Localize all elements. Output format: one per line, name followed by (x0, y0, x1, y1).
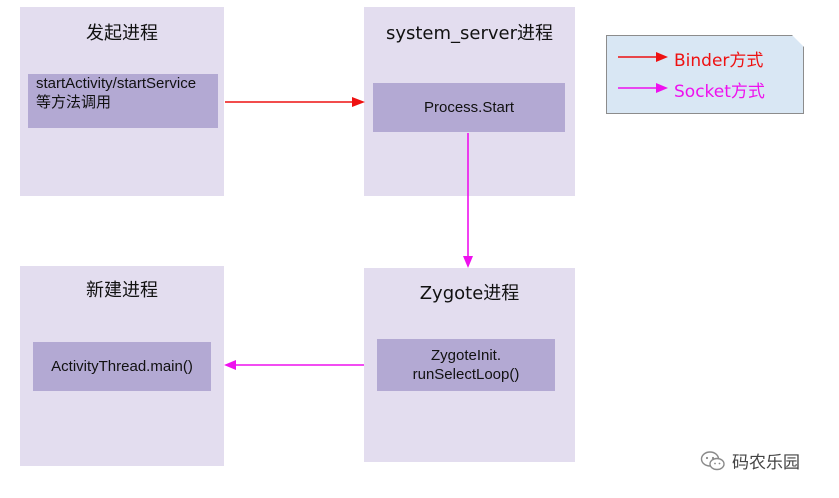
start-activity-line-1: startActivity/startService (36, 75, 197, 92)
zygote-init-line-2: runSelectLoop() (412, 366, 520, 383)
watermark-text: 码农乐园 (732, 453, 800, 473)
zygote-init-line-1: ZygoteInit. (430, 347, 502, 364)
initiator-process-title: 发起进程 (86, 23, 158, 44)
zygote-init-box: ZygoteInit. runSelectLoop() (377, 339, 555, 391)
start-activity-box: startActivity/startService 等方法调用 (28, 74, 218, 128)
binder-legend-arrow-icon (618, 52, 668, 62)
socket-legend-arrow-icon (618, 83, 668, 93)
socket-arrow-system-server-to-zygote (463, 133, 473, 268)
wechat-icon (700, 450, 725, 470)
binder-arrow-initiator-to-system-server (225, 97, 365, 107)
start-activity-line-2: 等方法调用 (36, 94, 112, 111)
new-process-title: 新建进程 (86, 280, 158, 301)
process-start-line: Process.Start (423, 99, 515, 116)
legend-folded-corner (792, 35, 804, 47)
socket-legend-label: Socket方式 (674, 82, 765, 102)
activity-thread-main-line: ActivityThread.main() (51, 358, 193, 375)
zygote-process-title: Zygote进程 (419, 283, 520, 304)
system-server-process-title: system_server进程 (385, 23, 554, 44)
socket-arrow-zygote-to-new-process (224, 360, 364, 370)
watermark: 码农乐园 (700, 448, 800, 473)
legend: Binder方式 Socket方式 (606, 35, 804, 114)
process-start-box: Process.Start (373, 83, 565, 132)
binder-legend-label: Binder方式 (674, 51, 764, 71)
activity-thread-main-box: ActivityThread.main() (33, 342, 211, 391)
